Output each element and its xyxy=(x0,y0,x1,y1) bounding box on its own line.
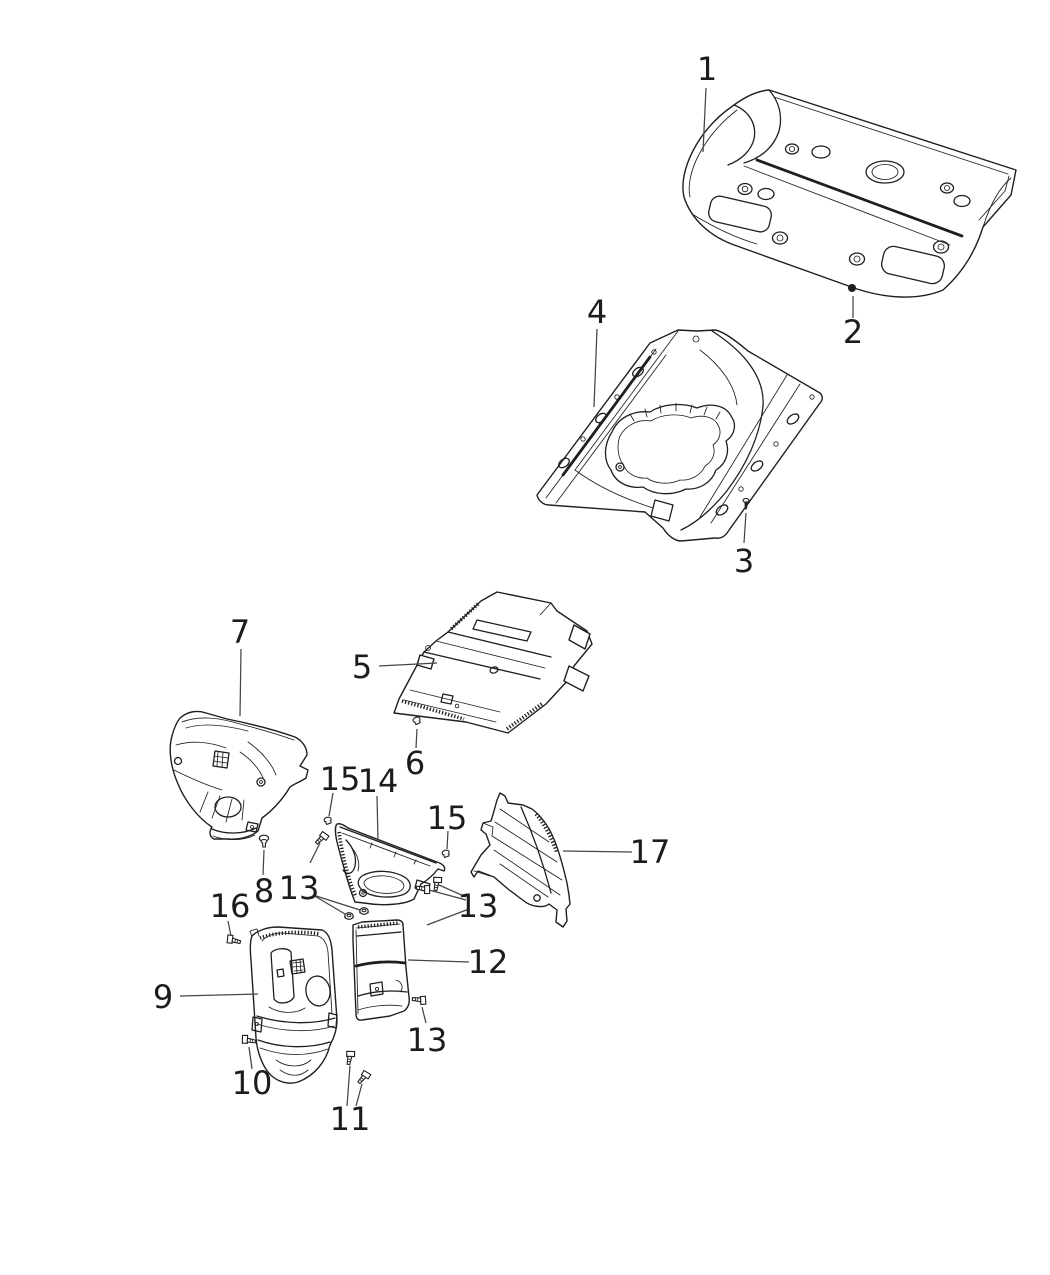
leader-line-7 xyxy=(239,648,242,717)
part-9-lower-manifold-heat-shield xyxy=(249,926,338,1084)
fastener-13-bolt-icon xyxy=(430,875,443,892)
leader-line-12 xyxy=(407,959,470,963)
leader-line-8 xyxy=(262,849,265,876)
callout-label-3: 3 xyxy=(734,542,754,580)
fastener-10-bolt-icon xyxy=(240,1034,257,1047)
leader-line-14 xyxy=(376,795,379,842)
callout-label-13: 13 xyxy=(279,869,320,907)
leader-line-5 xyxy=(378,662,438,667)
part-4-tunnel-heat-shield xyxy=(536,329,823,542)
fastener-15-pin-icon xyxy=(440,848,451,859)
callout-label-16: 16 xyxy=(210,887,251,925)
leader-line-15 xyxy=(328,792,334,817)
leader-line-13 xyxy=(312,894,361,911)
callout-label-11: 11 xyxy=(330,1100,371,1138)
fastener-8-rivet-icon xyxy=(258,834,270,848)
callout-label-8: 8 xyxy=(254,872,274,910)
fastener-13-bolt-icon xyxy=(313,830,331,848)
part-14-triangular-heat-shield xyxy=(334,823,446,906)
callout-label-5: 5 xyxy=(352,648,372,686)
callout-label-13: 13 xyxy=(407,1021,448,1059)
part-1-skid-plate-heat-shield xyxy=(682,89,1017,298)
leader-line-9 xyxy=(179,993,259,997)
leader-line-16 xyxy=(227,920,232,937)
leader-line-3 xyxy=(743,512,747,544)
callout-label-7: 7 xyxy=(230,613,250,651)
callout-label-4: 4 xyxy=(587,293,607,331)
leader-line-11 xyxy=(346,1065,351,1107)
fastener-11-bolt-icon xyxy=(355,1069,372,1087)
leader-line-17 xyxy=(562,850,633,853)
leader-line-13 xyxy=(428,889,467,901)
fastener-15-pin-icon xyxy=(322,815,333,826)
leader-line-4 xyxy=(593,328,598,408)
leader-line-13 xyxy=(438,884,467,898)
callout-label-9: 9 xyxy=(153,978,173,1016)
callout-label-6: 6 xyxy=(405,744,425,782)
fastener-13-nut-icon xyxy=(344,912,354,920)
leader-line-13 xyxy=(421,1006,427,1024)
callout-label-1: 1 xyxy=(697,50,717,88)
part-12-pipe-heat-shield xyxy=(352,919,410,1021)
callout-label-2: 2 xyxy=(843,313,863,351)
part-5-box-heat-shield xyxy=(393,591,593,734)
part-17-right-heat-shield xyxy=(470,792,571,928)
callout-label-15: 15 xyxy=(427,799,468,837)
callout-label-14: 14 xyxy=(358,762,399,800)
callout-label-13: 13 xyxy=(458,887,499,925)
callout-label-17: 17 xyxy=(630,833,671,871)
fastener-11-bolt-icon xyxy=(343,1049,356,1066)
leader-line-15 xyxy=(446,830,449,850)
leader-line-10 xyxy=(248,1046,253,1070)
fastener-6-pin-icon xyxy=(411,715,422,726)
leader-line-13 xyxy=(309,842,321,864)
callout-label-15: 15 xyxy=(320,760,361,798)
callout-label-12: 12 xyxy=(468,943,509,981)
fastener-13-bolt-icon xyxy=(411,994,428,1006)
leader-line-13 xyxy=(426,908,470,926)
fastener-16-bolt-icon xyxy=(225,933,243,947)
leader-line-13 xyxy=(312,894,346,915)
leader-line-1 xyxy=(702,87,707,153)
leader-line-11 xyxy=(355,1083,363,1107)
fastener-2-dot-icon xyxy=(848,284,856,292)
leader-line-6 xyxy=(415,728,418,749)
fastener-13-nut-icon xyxy=(359,907,369,915)
part-7-manifold-heat-shield xyxy=(169,710,309,841)
callout-label-10: 10 xyxy=(232,1064,273,1102)
